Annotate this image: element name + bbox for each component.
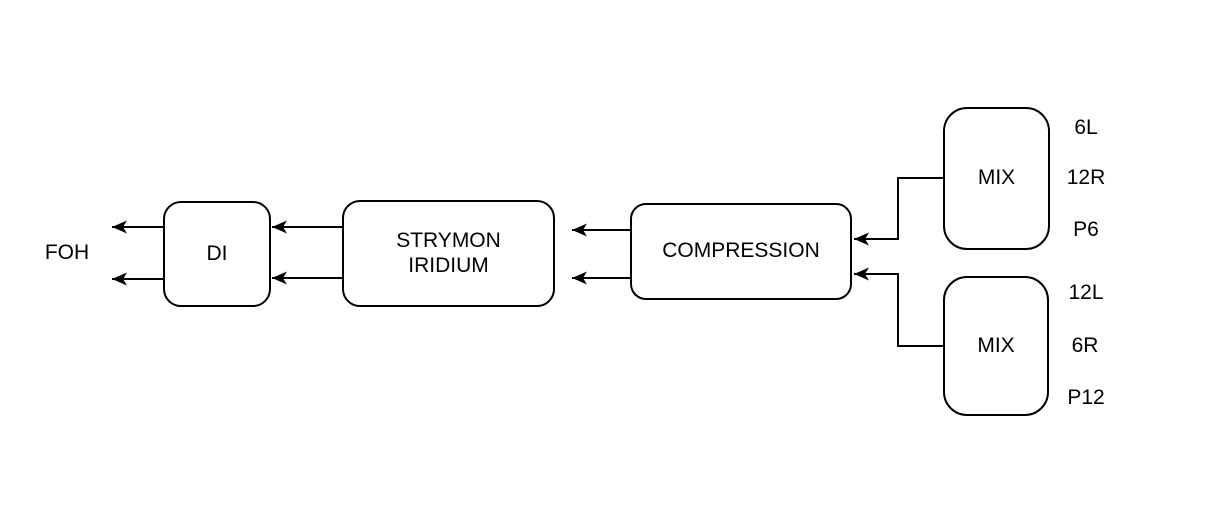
label-port-6l: 6L xyxy=(1074,116,1098,139)
label-port-12r: 12R xyxy=(1066,166,1106,189)
node-strymon-iridium: STRYMON IRIDIUM xyxy=(342,200,555,307)
node-label: DI xyxy=(206,241,228,265)
node-label: COMPRESSION xyxy=(662,239,820,263)
node-mix-top: MIX xyxy=(943,107,1050,250)
node-mix-bottom: MIX xyxy=(943,276,1049,416)
label-port-p12: P12 xyxy=(1067,386,1105,409)
node-label: MIX xyxy=(977,166,1016,190)
label-port-p6: P6 xyxy=(1073,218,1099,241)
arrow-mix-bottom-to-compression xyxy=(854,267,943,347)
node-label: MIX xyxy=(977,333,1015,357)
label-foh: FOH xyxy=(44,241,90,264)
node-label: STRYMON IRIDIUM xyxy=(396,229,501,277)
node-compression: COMPRESSION xyxy=(630,203,852,300)
label-port-12l: 12L xyxy=(1068,281,1104,304)
arrow-mix-top-to-compression xyxy=(854,177,943,246)
label-port-6r: 6R xyxy=(1071,334,1099,357)
node-di: DI xyxy=(163,201,271,307)
